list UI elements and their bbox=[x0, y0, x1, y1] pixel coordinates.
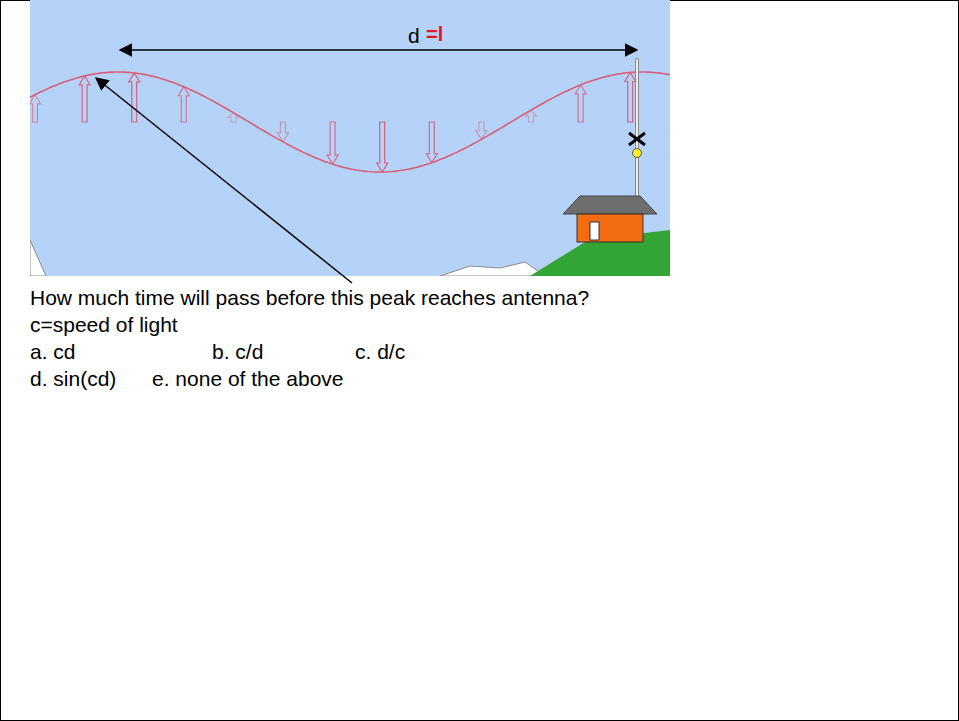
field-arrow bbox=[228, 113, 239, 122]
given-note: c=speed of light bbox=[30, 313, 178, 337]
cross-mark bbox=[629, 133, 645, 145]
pointer-arrow bbox=[96, 78, 352, 283]
field-arrow bbox=[278, 122, 289, 142]
wave-curve bbox=[30, 72, 670, 172]
answer-option: e. none of the above bbox=[152, 367, 344, 391]
answer-option: b. c/d bbox=[212, 340, 263, 364]
mountain bbox=[30, 240, 46, 276]
mountain bbox=[440, 262, 545, 276]
field-arrow bbox=[426, 122, 437, 163]
field-arrow bbox=[476, 122, 487, 139]
answer-option: a. cd bbox=[30, 340, 76, 364]
wavelength-equation: =l bbox=[424, 22, 445, 46]
field-arrow bbox=[129, 73, 140, 122]
answer-option: c. d/c bbox=[355, 340, 405, 364]
question-text: How much time will pass before this peak… bbox=[30, 286, 589, 310]
field-arrow bbox=[178, 87, 189, 122]
field-arrow bbox=[625, 72, 636, 122]
distance-arrow bbox=[120, 49, 637, 51]
field-arrow bbox=[575, 85, 586, 122]
sky bbox=[30, 0, 670, 276]
wave bbox=[30, 72, 670, 172]
field-arrow bbox=[377, 122, 388, 172]
house-door bbox=[590, 222, 599, 240]
house-body bbox=[577, 214, 643, 242]
field-arrow bbox=[30, 95, 41, 122]
house-roof bbox=[563, 196, 657, 214]
field-arrow bbox=[327, 122, 338, 164]
field-arrow bbox=[526, 110, 537, 122]
antenna-dot bbox=[633, 149, 642, 158]
field-arrow bbox=[79, 76, 90, 122]
cross-mark bbox=[629, 133, 645, 145]
distance-symbol: d bbox=[406, 24, 422, 48]
answer-option: d. sin(cd) bbox=[30, 367, 116, 391]
